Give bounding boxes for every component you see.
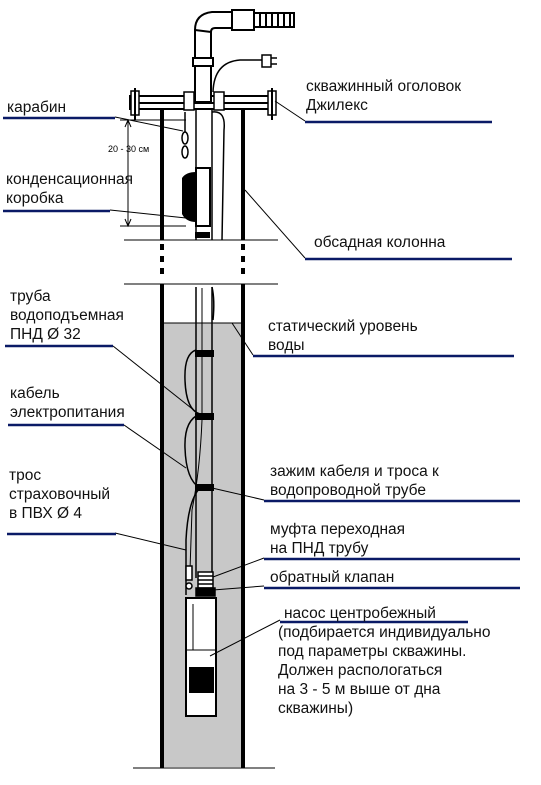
label-static-level-line1: статический уровень: [268, 318, 418, 335]
label-riser-pipe-line2: водоподъемная: [10, 307, 124, 324]
label-cable-clamp-line1: зажим кабеля и троса к: [270, 463, 439, 480]
label-pump-line1: насос центробежный: [284, 605, 436, 622]
label-safety-rope-line2: страховочный: [9, 486, 111, 503]
label-static-level: статический уровень воды: [268, 317, 418, 355]
label-power-cable-line2: электропитания: [10, 404, 125, 421]
label-pump-line2: (подбирается индивидуально: [278, 624, 491, 641]
power-cable: [184, 349, 203, 595]
label-casing: обсадная колонна: [314, 233, 445, 252]
label-pump-line6: скважины): [278, 700, 354, 717]
label-condensation-box: конденсационная коробка: [6, 170, 133, 208]
label-safety-rope: трос страховочный в ПВХ Ø 4: [9, 466, 110, 523]
label-safety-rope-line3: в ПВХ Ø 4: [9, 505, 82, 522]
leader-lines: [109, 100, 306, 657]
pipe-clamps: [195, 350, 214, 491]
label-pump-line4: Должен распологаться: [278, 662, 443, 679]
pump-body: [185, 597, 217, 717]
label-power-cable: кабель электропитания: [10, 384, 125, 422]
label-carabiner-line1: карабин: [7, 99, 67, 116]
label-wellhead-line2: Джилекс: [306, 97, 368, 114]
label-wellhead: скважинный оголовок Джилекс: [306, 77, 461, 115]
label-pump-line3: под параметры скважины.: [278, 643, 467, 660]
label-adapter-line1: муфта переходная: [270, 521, 406, 538]
label-casing-line1: обсадная колонна: [314, 234, 446, 251]
label-check-valve-line1: обратный клапан: [270, 569, 395, 586]
safety-rope: [189, 288, 203, 571]
label-safety-rope-line1: трос: [9, 467, 42, 484]
condensation-box: [182, 167, 211, 238]
label-static-level-line2: воды: [268, 337, 305, 354]
label-pump: насос центробежный (подбирается индивиду…: [278, 604, 491, 718]
label-underlines: [3, 116, 520, 624]
label-condensation-box-line2: коробка: [6, 190, 64, 207]
label-check-valve: обратный клапан: [270, 568, 394, 587]
label-pump-line5: на 3 - 5 м выше от дна: [278, 681, 441, 698]
label-cable-clamp-line2: водопроводной трубе: [270, 482, 426, 499]
label-cable-clamp: зажим кабеля и троса к водопроводной тру…: [270, 462, 439, 500]
label-power-cable-line1: кабель: [10, 385, 60, 402]
outlet-pipe: [192, 9, 295, 103]
label-adapter: муфта переходная на ПНД трубу: [270, 520, 405, 558]
label-riser-pipe: труба водоподъемная ПНД Ø 32: [10, 287, 124, 344]
label-adapter-line2: на ПНД трубу: [270, 540, 369, 557]
power-cable-plug: [212, 54, 277, 93]
casing-pipe: [160, 97, 245, 768]
label-carabiner: карабин: [7, 98, 66, 117]
label-riser-pipe-line1: труба: [10, 288, 51, 305]
dimension-text: 20 - 30 см: [108, 144, 149, 154]
label-condensation-box-line1: конденсационная: [6, 171, 134, 188]
riser-pipe-lower: [195, 286, 215, 578]
section-break-lines: [124, 239, 278, 285]
label-wellhead-line1: скважинный оголовок: [306, 78, 461, 95]
adapter-valve: [185, 565, 216, 597]
label-riser-pipe-line3: ПНД Ø 32: [10, 326, 81, 343]
casing-break-dots: [160, 244, 245, 274]
